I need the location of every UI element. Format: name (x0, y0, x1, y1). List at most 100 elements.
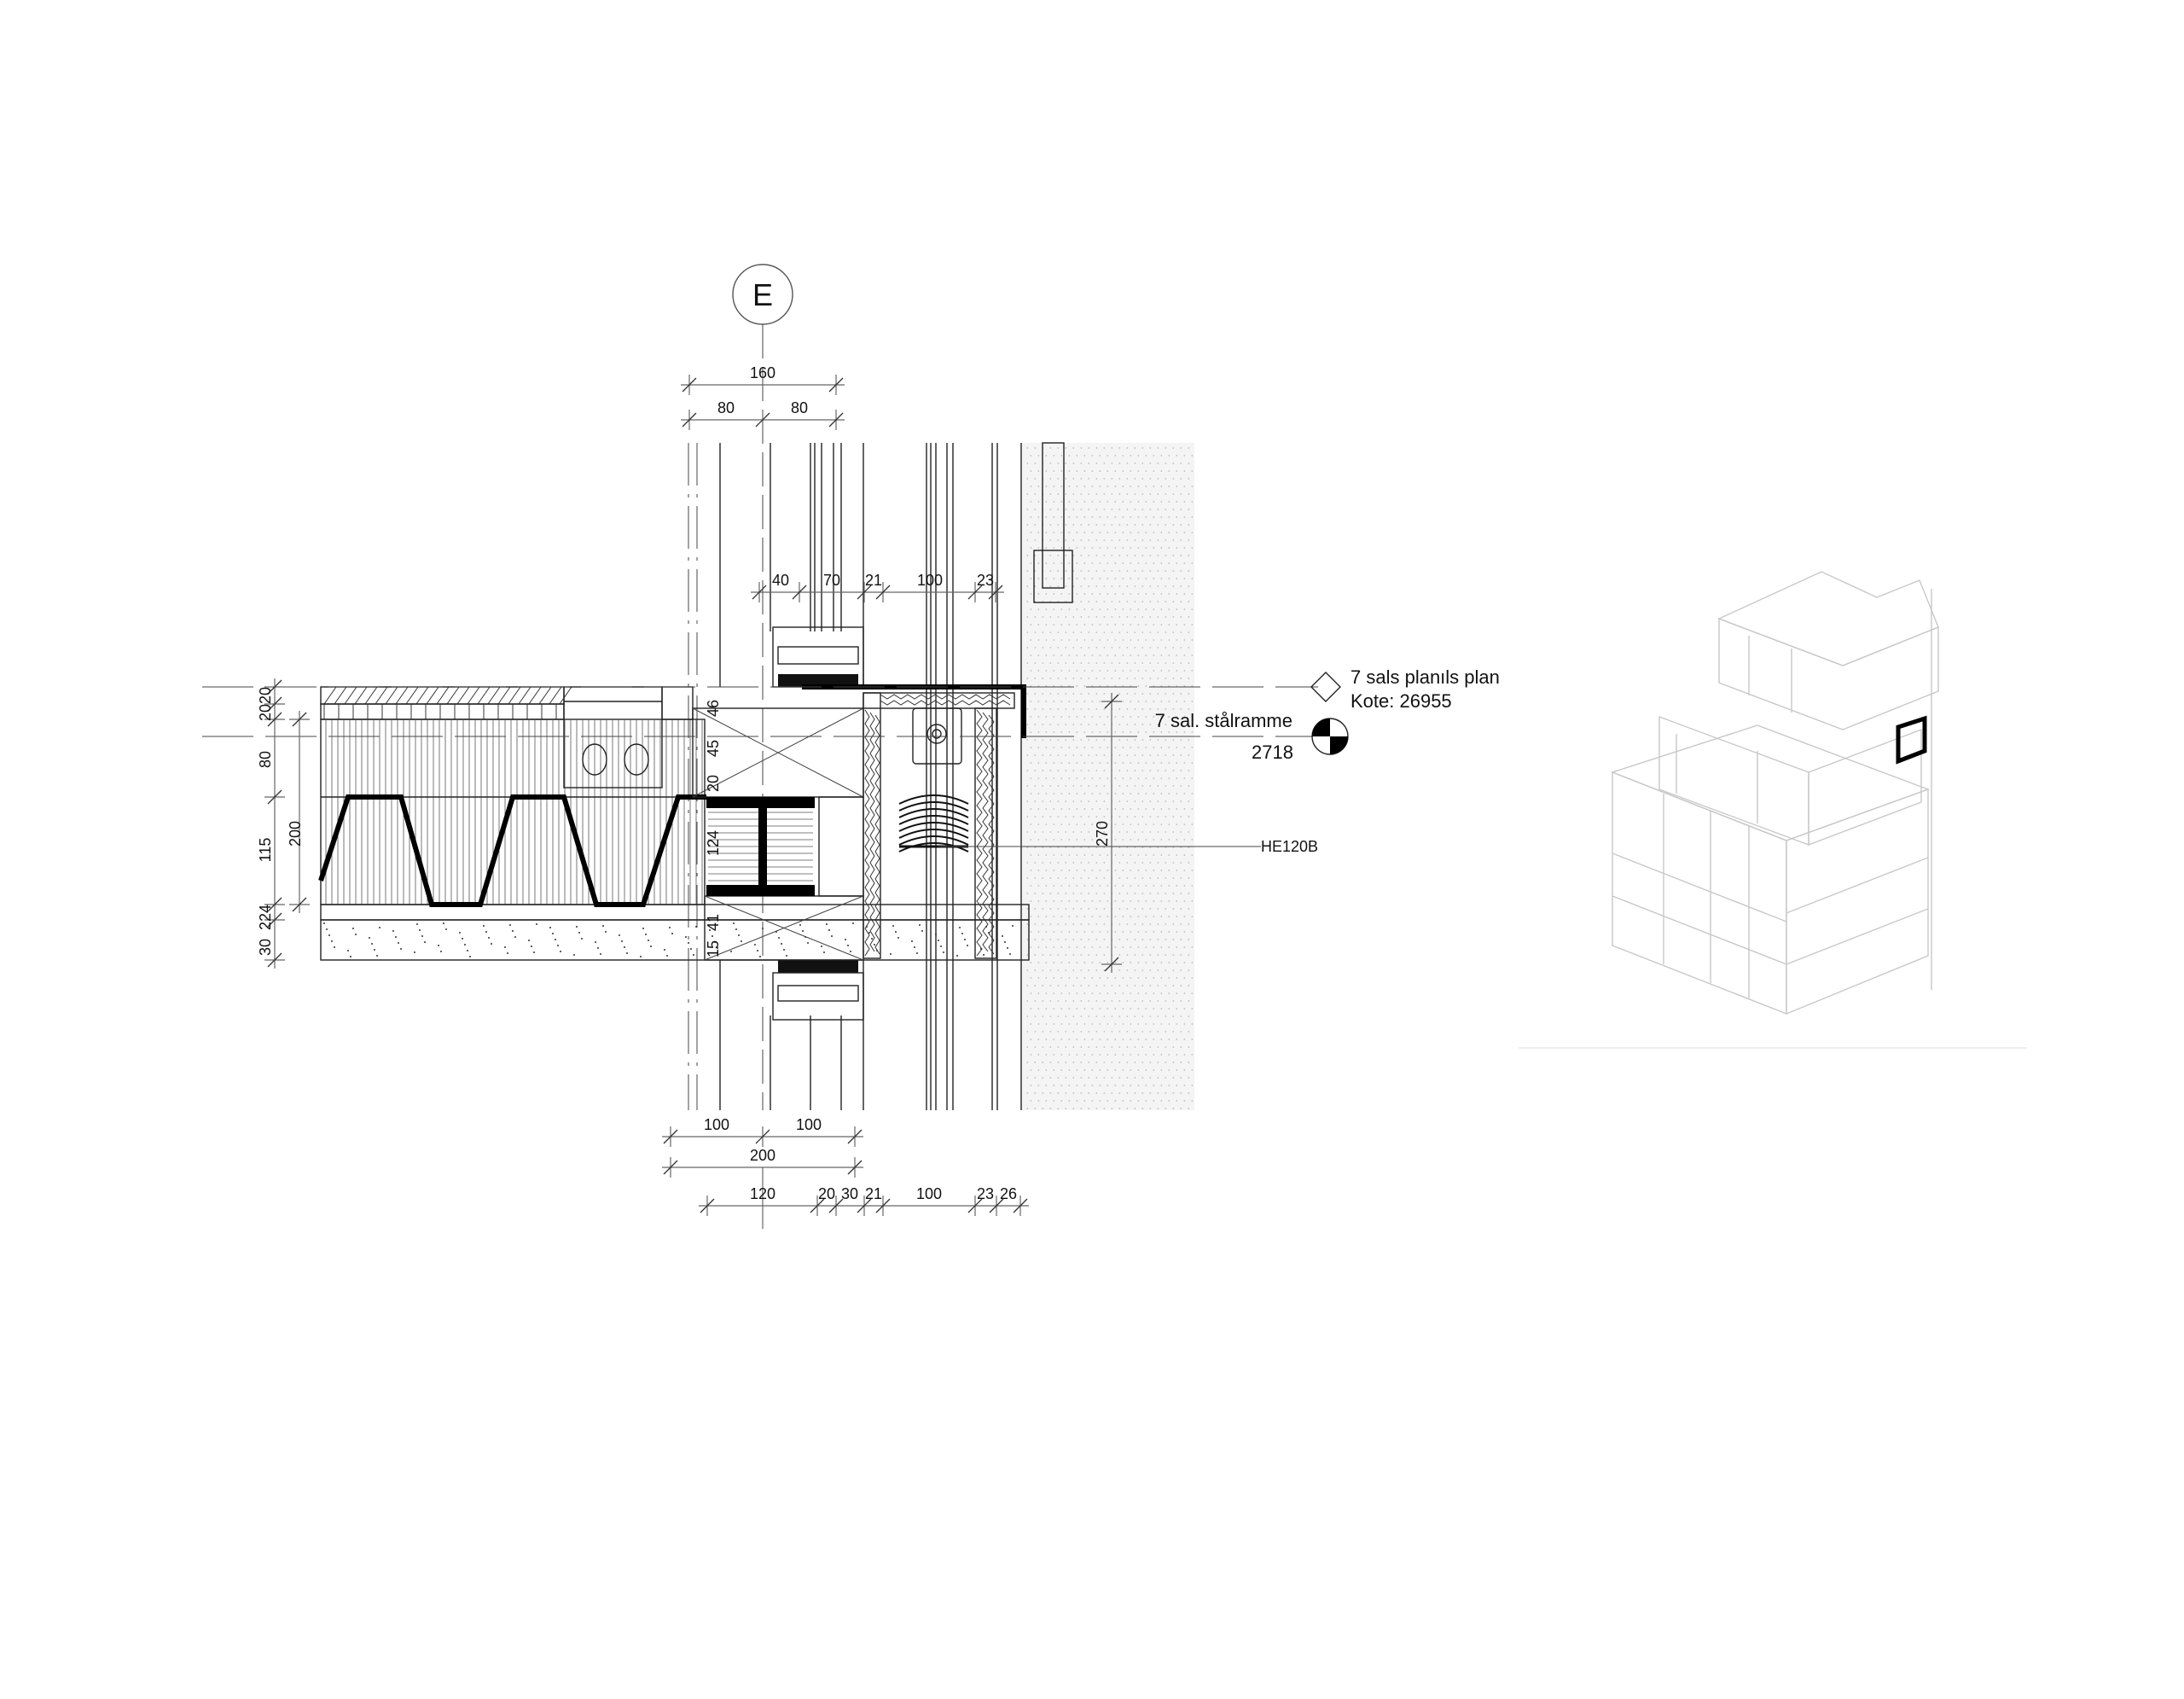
concrete-dot (1180, 908, 1182, 910)
concrete-dot (1068, 1039, 1071, 1040)
concrete-dot (1172, 524, 1175, 526)
concrete-dot (1026, 893, 1029, 894)
concrete-dot (1107, 823, 1109, 825)
concrete-dot (1107, 731, 1109, 733)
concrete-dot (1157, 555, 1159, 556)
concrete-dot (1076, 777, 1078, 779)
concrete-dot (1172, 493, 1175, 495)
concrete-dot (1045, 547, 1048, 549)
concrete-dot (1042, 770, 1044, 771)
concrete-dot (1053, 762, 1055, 764)
concrete-dot (1103, 678, 1106, 679)
concrete-dot (1042, 923, 1044, 925)
concrete-dot (1157, 1015, 1159, 1017)
concrete-dot (1188, 708, 1190, 710)
concrete-dot (1080, 1031, 1083, 1033)
concrete-dot (1111, 585, 1113, 587)
concrete-dot (1149, 662, 1152, 664)
concrete-dot (1118, 693, 1121, 695)
concrete-dot (1145, 793, 1147, 794)
concrete-dot (1172, 1077, 1175, 1079)
concrete-dot (1168, 777, 1170, 779)
concrete-dot (1114, 762, 1117, 764)
concrete-dot (1080, 539, 1083, 541)
concrete-dot (1149, 985, 1152, 986)
concrete-dot (1153, 1008, 1155, 1010)
concrete-dot (1068, 793, 1071, 794)
concrete-dot (560, 951, 561, 952)
concrete-dot (1030, 593, 1032, 595)
concrete-dot (1188, 785, 1190, 787)
concrete-dot (1172, 1046, 1175, 1048)
concrete-dot (1045, 593, 1048, 595)
concrete-dot (1034, 985, 1037, 986)
concrete-dot (1168, 762, 1170, 764)
concrete-dot (1053, 731, 1055, 733)
concrete-dot (1103, 1015, 1106, 1017)
concrete-dot (1191, 532, 1194, 533)
concrete-dot (1095, 570, 1098, 572)
concrete-dot (1165, 1108, 1167, 1109)
concrete-dot (1076, 516, 1078, 518)
concrete-dot (1072, 954, 1075, 956)
concrete-dot (1057, 739, 1060, 741)
concrete-dot (1183, 1100, 1186, 1102)
concrete-dot (1183, 608, 1186, 610)
concrete-wall (1020, 442, 1194, 1110)
concrete-dot (1141, 862, 1144, 864)
concrete-dot (1137, 839, 1140, 841)
concrete-dot (1149, 693, 1152, 695)
concrete-dot (1026, 447, 1029, 449)
concrete-dot (424, 941, 426, 943)
concrete-dot (1149, 1000, 1152, 1002)
concrete-dot (1188, 1092, 1190, 1094)
dimension-tick (292, 712, 307, 727)
concrete-dot (1180, 555, 1182, 556)
hatch-line (497, 686, 511, 705)
concrete-dot (1183, 1054, 1186, 1056)
concrete-dot (1088, 678, 1090, 679)
concrete-dot (440, 951, 442, 952)
concrete-dot (1126, 1108, 1129, 1109)
concrete-dot (573, 954, 575, 956)
hatch-line (528, 686, 542, 705)
concrete-dot (1183, 547, 1186, 549)
concrete-dot (1037, 578, 1040, 579)
concrete-dot (1045, 624, 1048, 625)
concrete-dot (1176, 486, 1178, 487)
concrete-dot (1188, 509, 1190, 510)
concrete-dot (1118, 463, 1121, 464)
concrete-dot (1183, 731, 1186, 733)
concrete-dot (1065, 524, 1067, 526)
concrete-dot (1191, 593, 1194, 595)
concrete-dot (1103, 1062, 1106, 1063)
concrete-dot (1183, 747, 1186, 748)
concrete-dot (1160, 977, 1163, 979)
concrete-dot (1172, 862, 1175, 864)
concrete-dot (1030, 931, 1032, 933)
concrete-dot (1130, 977, 1132, 979)
concrete-dot (1141, 493, 1144, 495)
concrete-dot (1080, 770, 1083, 771)
concrete-dot (328, 934, 330, 936)
concrete-dot (398, 942, 399, 944)
concrete-dot (1188, 739, 1190, 741)
concrete-dot (1111, 493, 1113, 495)
concrete-dot (1026, 754, 1029, 756)
concrete-dot (1080, 463, 1083, 464)
concrete-dot (1176, 547, 1178, 549)
concrete-dot (1026, 908, 1029, 910)
concrete-dot (1030, 747, 1032, 748)
concrete-dot (1153, 946, 1155, 948)
concrete-dot (1122, 777, 1124, 779)
concrete-dot (1088, 539, 1090, 541)
concrete-dot (845, 939, 846, 940)
concrete-dot (1114, 992, 1117, 994)
concrete-dot (1126, 1031, 1129, 1033)
concrete-dot (1037, 624, 1040, 625)
concrete-dot (1065, 1062, 1067, 1063)
concrete-dot (1168, 1008, 1170, 1010)
concrete-dot (1183, 1039, 1186, 1040)
concrete-dot (1034, 831, 1037, 833)
concrete-dot (1141, 1015, 1144, 1017)
